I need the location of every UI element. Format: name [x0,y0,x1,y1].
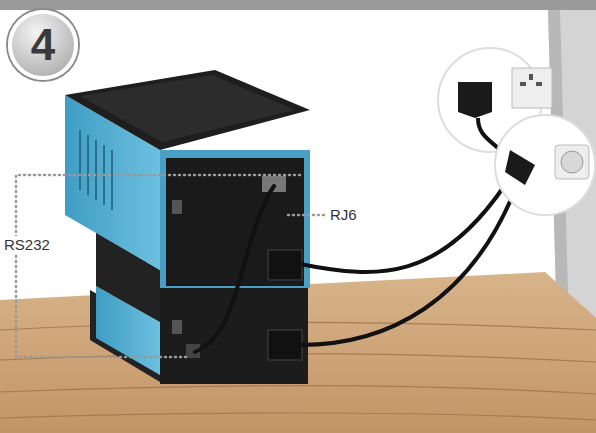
port-label: RS232 [2,236,52,253]
table [0,272,596,433]
device [65,70,310,384]
step-number: 4 [31,20,55,70]
step-badge: 4 [8,10,78,80]
dotted-leaders [16,175,324,357]
port-label: RJ6 [328,206,359,223]
top-bar [0,0,596,10]
plug-eu [495,115,595,215]
cables [195,185,515,352]
